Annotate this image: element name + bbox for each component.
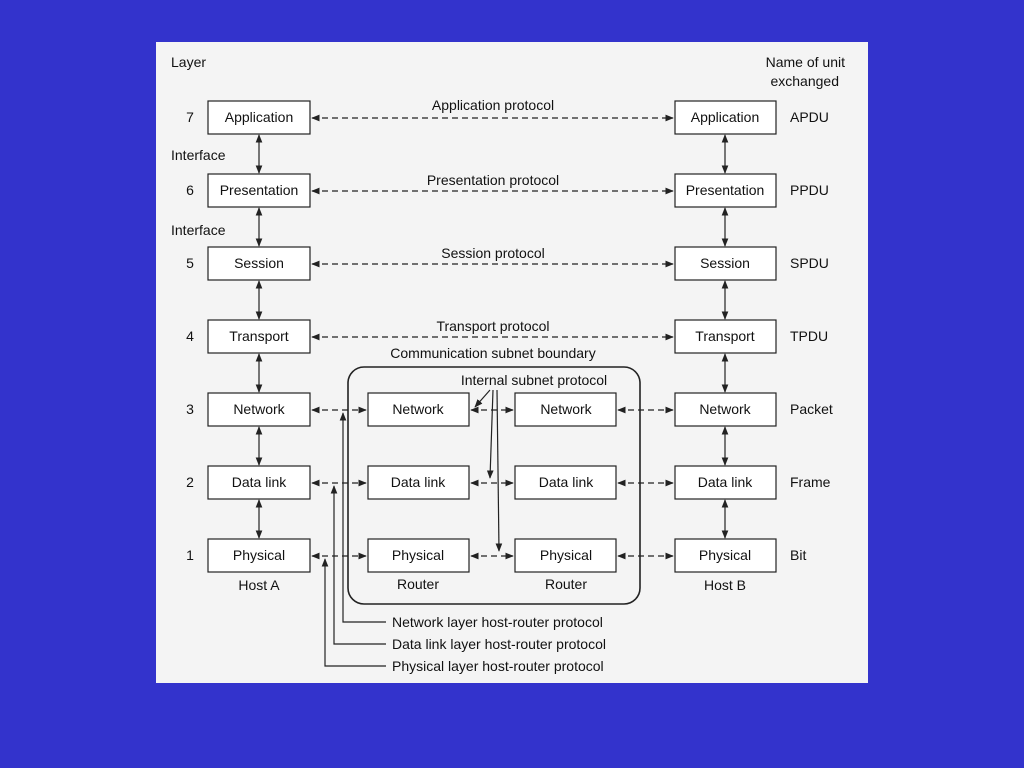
- interface-label-7-6: Interface: [171, 147, 226, 163]
- host-a-session: Session: [234, 255, 284, 271]
- layer-number-5: 5: [186, 255, 194, 271]
- router-2-label: Router: [545, 576, 587, 592]
- host-a-application: Application: [225, 109, 294, 125]
- unit-bit: Bit: [790, 547, 806, 563]
- router-1-stack: Network Data link Physical Router: [367, 392, 470, 592]
- host-b-physical: Physical: [699, 547, 751, 563]
- layer-number-3: 3: [186, 401, 194, 417]
- peer-protocol-arrows: Application protocol Presentation protoc…: [311, 97, 674, 341]
- host-b-session: Session: [700, 255, 750, 271]
- session-protocol-label: Session protocol: [441, 245, 545, 261]
- interface-label-6-5: Interface: [171, 222, 226, 238]
- unit-packet: Packet: [790, 401, 833, 417]
- host-b-application: Application: [691, 109, 760, 125]
- unit-tpdu: TPDU: [790, 328, 828, 344]
- subnet-link-arrows: [311, 406, 674, 560]
- unit-header-line1: Name of unit: [766, 54, 845, 70]
- layer-number-7: 7: [186, 109, 194, 125]
- router-1-network: Network: [392, 401, 444, 417]
- host-b-transport: Transport: [695, 328, 755, 344]
- osi-model-diagram: Layer Name of unit exchanged Interface I…: [171, 54, 845, 674]
- router-1-physical: Physical: [392, 547, 444, 563]
- layer-number-1: 1: [186, 547, 194, 563]
- layer-number-6: 6: [186, 182, 194, 198]
- router-1-datalink: Data link: [391, 474, 446, 490]
- host-a-presentation: Presentation: [220, 182, 299, 198]
- host-b-datalink: Data link: [698, 474, 753, 490]
- host-b-presentation: Presentation: [686, 182, 765, 198]
- host-router-protocol-callouts: Network layer host-router protocol Data …: [321, 412, 606, 674]
- diagram-panel: Layer Name of unit exchanged Interface I…: [156, 42, 868, 683]
- unit-spdu: SPDU: [790, 255, 829, 271]
- layer-number-2: 2: [186, 474, 194, 490]
- unit-apdu: APDU: [790, 109, 829, 125]
- subnet-boundary-label: Communication subnet boundary: [390, 345, 595, 361]
- host-b-stack: Application Presentation Session Transpo…: [674, 100, 777, 593]
- physical-host-router-protocol-label: Physical layer host-router protocol: [392, 658, 604, 674]
- application-protocol-label: Application protocol: [432, 97, 554, 113]
- host-a-stack: Application Presentation Session Transpo…: [207, 100, 311, 593]
- internal-subnet-protocol-label: Internal subnet protocol: [461, 372, 607, 388]
- unit-ppdu: PPDU: [790, 182, 829, 198]
- network-host-router-protocol-label: Network layer host-router protocol: [392, 614, 603, 630]
- host-a-label: Host A: [238, 577, 280, 593]
- host-a-transport: Transport: [229, 328, 289, 344]
- host-a-datalink: Data link: [232, 474, 287, 490]
- router-1-label: Router: [397, 576, 439, 592]
- presentation-protocol-label: Presentation protocol: [427, 172, 559, 188]
- router-2-physical: Physical: [540, 547, 592, 563]
- layer-header: Layer: [171, 54, 206, 70]
- host-b-label: Host B: [704, 577, 746, 593]
- host-a-network: Network: [233, 401, 285, 417]
- host-a-physical: Physical: [233, 547, 285, 563]
- router-2-stack: Network Data link Physical Router: [514, 392, 617, 592]
- router-2-network: Network: [540, 401, 592, 417]
- host-b-network: Network: [699, 401, 751, 417]
- layer-number-4: 4: [186, 328, 194, 344]
- internal-protocol-pointers: [474, 389, 503, 552]
- unit-header-line2: exchanged: [770, 73, 839, 89]
- unit-frame: Frame: [790, 474, 831, 490]
- transport-protocol-label: Transport protocol: [436, 318, 549, 334]
- router-2-datalink: Data link: [539, 474, 594, 490]
- datalink-host-router-protocol-label: Data link layer host-router protocol: [392, 636, 606, 652]
